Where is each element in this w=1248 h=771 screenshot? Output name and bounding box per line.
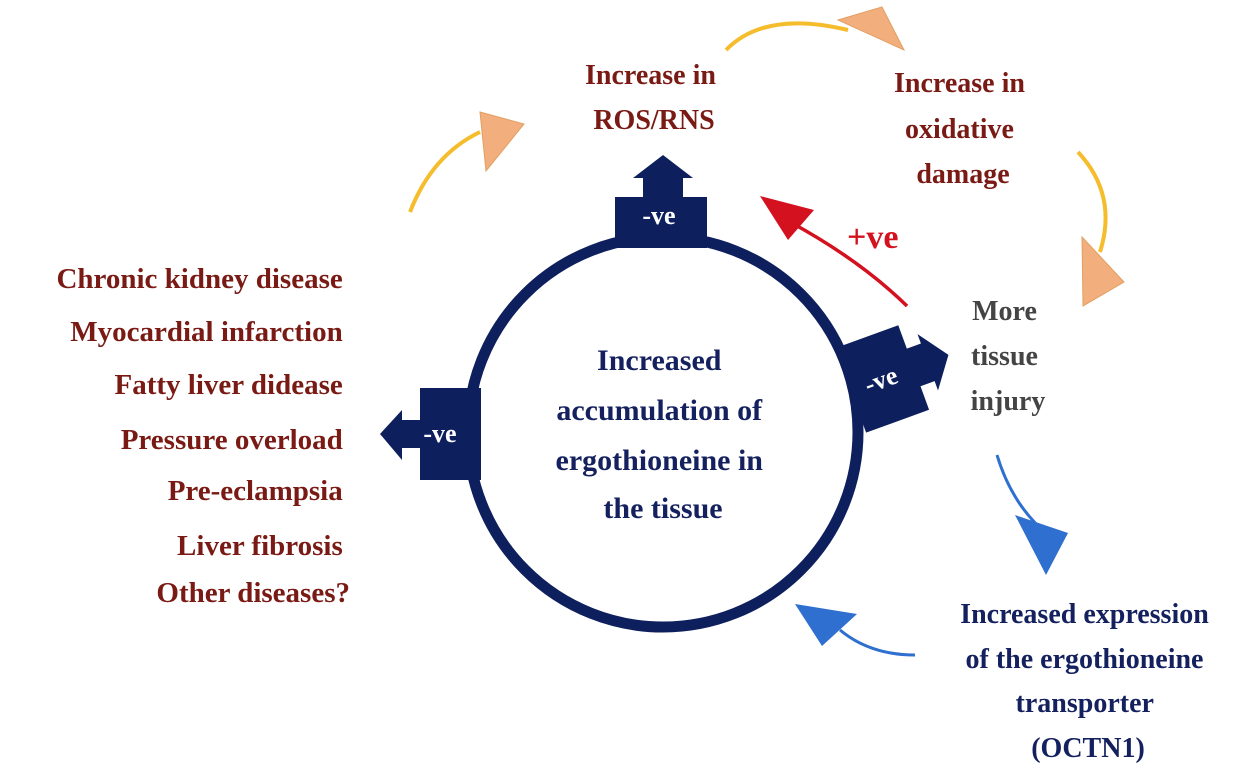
yellow-arrow-top <box>724 6 906 52</box>
center-text: Increased accumulation of ergothioneine … <box>556 344 771 525</box>
node-injury-line-3: injury <box>971 386 1046 417</box>
blue-arrow-down <box>995 454 1068 575</box>
pos-arrow-label: +ve <box>847 219 898 256</box>
neg-arrow-left-label: -ve <box>423 419 456 448</box>
center-line-3: ergothioneine in <box>556 444 764 477</box>
node-injury: More tissue injury <box>971 296 1046 417</box>
disease-item-7: Other diseases? <box>156 577 350 609</box>
yellow-arrow-left-line <box>408 130 481 213</box>
disease-item-3: Fatty liver didease <box>115 369 343 401</box>
neg-arrow-top-shape <box>615 155 707 248</box>
node-oxidative: Increase in oxidative damage <box>894 68 1032 190</box>
neg-arrow-left: -ve <box>380 388 481 480</box>
node-injury-line-1: More <box>972 296 1037 327</box>
center-line-1: Increased <box>597 344 722 377</box>
neg-arrow-left-shape <box>380 388 481 480</box>
neg-arrow-top-label: -ve <box>642 201 675 230</box>
disease-item-2: Myocardial infarction <box>70 316 343 348</box>
node-transporter-line-4: (OCTN1) <box>1031 733 1145 764</box>
yellow-arrow-top-head <box>836 6 906 52</box>
node-ros-line-1: Increase in <box>585 60 716 91</box>
disease-item-5: Pre-eclampsia <box>168 475 344 507</box>
center-line-2: accumulation of <box>556 394 763 427</box>
yellow-arrow-right <box>1076 150 1125 307</box>
node-ros: Increase in ROS/RNS <box>585 60 723 136</box>
node-transporter-line-2: of the ergothioneine <box>966 644 1204 675</box>
blue-arrow-left <box>795 604 916 657</box>
disease-item-4: Pressure overload <box>121 424 343 456</box>
pos-arrow: +ve <box>760 196 909 308</box>
node-injury-line-2: tissue <box>971 341 1038 372</box>
yellow-arrow-left-head <box>479 111 525 173</box>
node-ros-line-2: ROS/RNS <box>593 105 714 136</box>
blue-arrow-down-head <box>1015 515 1068 575</box>
node-transporter-line-3: transporter <box>1016 688 1154 719</box>
neg-arrow-right-shape <box>835 325 949 433</box>
node-oxidative-line-1: Increase in <box>894 68 1025 99</box>
neg-arrow-top: -ve <box>615 155 707 248</box>
node-transporter: Increased expression of the ergothionein… <box>960 599 1216 764</box>
neg-arrow-right: -ve <box>835 325 949 433</box>
disease-item-6: Liver fibrosis <box>177 530 343 562</box>
disease-item-1: Chronic kidney disease <box>56 263 342 295</box>
node-transporter-line-1: Increased expression <box>960 599 1209 630</box>
yellow-arrow-left <box>408 111 525 213</box>
node-oxidative-line-3: damage <box>916 159 1009 190</box>
pos-arrow-line <box>789 220 909 308</box>
blue-arrow-left-head <box>795 604 857 646</box>
node-oxidative-line-2: oxidative <box>905 114 1014 145</box>
yellow-arrow-right-line <box>1076 150 1108 253</box>
center-line-4: the tissue <box>603 492 722 525</box>
pos-arrow-head <box>760 196 814 240</box>
blue-arrow-left-line <box>839 628 916 657</box>
disease-list: Chronic kidney disease Myocardial infarc… <box>56 263 350 609</box>
yellow-arrow-top-line <box>724 21 849 52</box>
yellow-arrow-right-head <box>1081 235 1125 307</box>
center-circle <box>462 231 864 633</box>
